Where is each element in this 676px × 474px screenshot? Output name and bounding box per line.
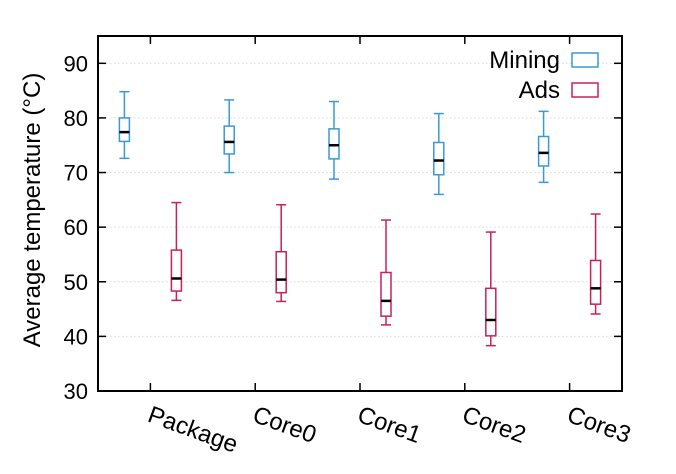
x-tick-label-core0: Core0 bbox=[249, 401, 320, 449]
box-ads-core2 bbox=[485, 231, 497, 347]
y-tick-label: 70 bbox=[64, 161, 88, 186]
iqr-box bbox=[223, 125, 235, 155]
legend-label-mining: Mining bbox=[489, 47, 560, 74]
box-mining-core0 bbox=[223, 99, 235, 174]
plot-frame bbox=[97, 35, 623, 392]
y-tick-label: 40 bbox=[64, 324, 88, 349]
y-tick-label: 60 bbox=[64, 215, 88, 240]
legend-swatch-mining bbox=[571, 52, 599, 68]
box-mining-core1 bbox=[328, 100, 340, 180]
x-tick-label-core3: Core3 bbox=[564, 401, 635, 449]
box-ads-core3 bbox=[589, 213, 602, 315]
iqr-box bbox=[275, 250, 287, 294]
box-mining-core2 bbox=[433, 112, 445, 196]
legend-swatch-ads bbox=[571, 82, 599, 98]
box-ads-package bbox=[170, 201, 183, 302]
y-tick-label: 80 bbox=[64, 106, 88, 131]
iqr-box bbox=[170, 249, 183, 292]
y-tick-label: 30 bbox=[64, 379, 88, 404]
iqr-box bbox=[118, 117, 131, 143]
legend-label-ads: Ads bbox=[519, 77, 560, 104]
box-mining-core3 bbox=[537, 110, 550, 184]
iqr-box bbox=[433, 141, 445, 176]
x-tick-label-core1: Core1 bbox=[354, 401, 425, 449]
y-axis-label: Average temperature (°C) bbox=[19, 73, 46, 348]
y-tick-label: 50 bbox=[64, 270, 88, 295]
y-tick-label: 90 bbox=[64, 51, 88, 76]
iqr-box bbox=[380, 271, 392, 317]
iqr-box bbox=[485, 287, 497, 337]
box-mining-package bbox=[118, 90, 131, 160]
box-ads-core0 bbox=[275, 204, 287, 303]
x-tick-label-core2: Core2 bbox=[459, 401, 530, 449]
box-ads-core1 bbox=[380, 219, 392, 326]
iqr-box bbox=[537, 135, 550, 167]
iqr-box bbox=[328, 128, 340, 160]
x-tick-label-package: Package bbox=[144, 401, 241, 458]
iqr-box bbox=[589, 259, 602, 305]
